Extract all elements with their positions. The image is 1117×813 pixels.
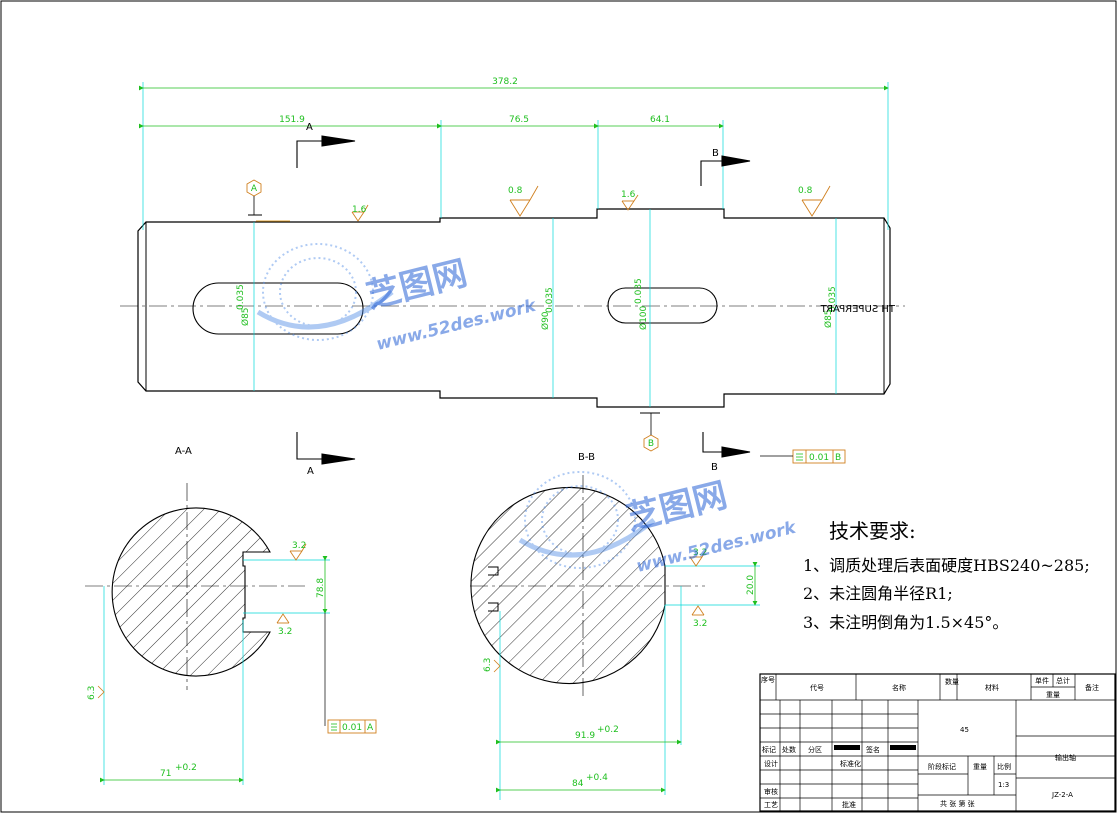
section-arrows [296, 135, 751, 465]
keyway-1 [192, 282, 364, 335]
dim-seg1: 151.9 [279, 115, 305, 125]
keyway-2 [607, 287, 718, 324]
tb-drawing-no: JZ-2-A [1051, 791, 1073, 799]
tech-req-item-2: 2、未注圆角半径R1; [803, 584, 953, 603]
tb-standardization: 标准化 [840, 759, 861, 768]
dim-offset-bb: 6.3 [483, 658, 493, 672]
diameter-labels: Ø85 0.035 Ø90 0.035 Ø100 0.035 Ø85 0.035 [236, 278, 838, 330]
dim-dia4-tol: 0.035 [828, 286, 838, 312]
section-label-a-top: A [306, 122, 313, 133]
watermark-1-cn: 芝图网 [363, 253, 472, 316]
tb-count: 处数 [782, 745, 796, 754]
tb-material-value: 45 [960, 726, 969, 734]
dimension-lines [139, 85, 889, 129]
tb-mark: 标记 [762, 745, 776, 754]
dim-keydepth-bb: 20.0 [746, 575, 756, 595]
tolerance-a-value: 0.01 [342, 723, 362, 733]
section-label-a-bottom: A [307, 466, 314, 477]
tb-remarks: 备注 [1085, 683, 1099, 692]
dim-width-aa: 71 [160, 769, 171, 779]
shaft-main-view [120, 208, 905, 414]
dim-width-aa-tol: +0.2 [175, 763, 197, 773]
tb-approve: 批准 [842, 800, 856, 809]
dim-total-length: 378.2 [492, 77, 518, 87]
tb-total: 总计 [1056, 676, 1070, 685]
dim-seg3: 64.1 [650, 115, 670, 125]
tb-seq: 序号 [761, 675, 775, 684]
tb-stage-mark: 阶段标记 [928, 762, 956, 771]
tolerance-frame-a: 0.01 A [327, 719, 377, 734]
dim-width-bb1: 91.9 [575, 731, 595, 741]
tb-zone: 分区 [808, 745, 822, 754]
dim-seg2: 76.5 [509, 115, 529, 125]
datum-b-letter: B [648, 439, 654, 449]
tb-scale-label: 比例 [997, 762, 1011, 771]
section-view-aa: A-A 78.8 71 +0.2 6.3 3.2 3.2 0.01 A [85, 446, 377, 785]
tolerance-b-value: 0.01 [809, 453, 829, 463]
dim-width-bb1-tol: +0.2 [597, 725, 619, 735]
datum-marker-b: B [643, 413, 659, 452]
mirrored-partname: TH SUPERPART [820, 304, 896, 315]
dim-dia4: Ø85 [823, 309, 834, 328]
datum-marker-a: A [246, 179, 262, 215]
tb-design: 设计 [764, 759, 778, 768]
section-label-b-top: B [712, 148, 719, 159]
dim-width-bb2: 84 [572, 779, 584, 789]
view-label-bb: B-B [578, 452, 595, 463]
roughness-0.8-left: 0.8 [508, 186, 523, 196]
view-label-aa: A-A [175, 446, 192, 457]
dim-keydepth-aa: 78.8 [316, 578, 326, 598]
watermark-2-cn: 芝图网 [623, 475, 732, 538]
title-block: 序号 代号 名称 数量 材料 单件 总计 重量 备注 45 输出轴 标记 处数 … [759, 673, 1116, 812]
dim-dia3-tol: 0.035 [634, 278, 644, 304]
extension-lines [142, 82, 889, 407]
dim-dia3: Ø100 [638, 305, 649, 330]
tb-part-name: 输出轴 [1055, 753, 1076, 762]
tech-req-item-1: 1、调质处理后表面硬度HBS240~285; [803, 556, 1090, 575]
tb-qty: 数量 [945, 677, 959, 686]
technical-requirements: 技术要求: 1、调质处理后表面硬度HBS240~285; 2、未注圆角半径R1;… [803, 519, 1090, 632]
dim-dia2-tol: 0.035 [545, 287, 555, 313]
tb-sheets: 共 张 第 张 [940, 799, 975, 808]
datum-a-letter: A [251, 184, 258, 194]
tb-scale-value: 1:3 [998, 781, 1009, 789]
tech-req-item-3: 3、未注明倒角为1.5×45°。 [803, 613, 1008, 632]
tb-review: 审核 [764, 787, 778, 796]
tb-material: 材料 [985, 683, 999, 692]
tb-weight-label: 重量 [973, 763, 987, 771]
tolerance-b-datum: B [835, 453, 841, 463]
dim-dia1: Ø85 [240, 307, 251, 326]
roughness-symbols-main [351, 185, 831, 222]
tolerance-frame-b: 0.01 B [760, 449, 846, 464]
tb-name: 名称 [892, 683, 906, 692]
roughness-bb-top: 3.2 [693, 548, 707, 558]
tb-process: 工艺 [764, 801, 778, 809]
section-aa-hatched [111, 507, 271, 677]
dim-dia2: Ø90 [540, 311, 551, 330]
tb-weight-header: 重量 [1046, 691, 1060, 699]
watermark-1: 芝图网 www.52des.work [256, 243, 539, 355]
roughness-bb-bottom: 3.2 [693, 619, 707, 629]
roughness-1.6-a: 1.6 [352, 205, 367, 215]
dim-dia1-tol: 0.035 [236, 284, 246, 310]
tb-sign: 签名 [866, 745, 880, 754]
section-label-b-bottom: B [711, 462, 718, 473]
roughness-1.6-b: 1.6 [621, 190, 636, 200]
tolerance-a-datum: A [367, 723, 374, 733]
dim-offset-aa: 6.3 [87, 686, 97, 700]
tb-code: 代号 [810, 683, 824, 692]
roughness-0.8-right: 0.8 [798, 186, 813, 196]
tech-req-title: 技术要求: [829, 519, 916, 543]
dim-width-bb2-tol: +0.4 [586, 773, 608, 783]
section-bb-hatched [470, 486, 666, 685]
tb-unit-piece: 单件 [1035, 676, 1049, 685]
roughness-aa-top: 3.2 [292, 541, 306, 551]
roughness-aa-bottom: 3.2 [278, 627, 292, 637]
section-view-bb: B-B 20.0 91.9 +0.2 84 +0.4 6.3 3.2 3.2 [470, 452, 760, 800]
